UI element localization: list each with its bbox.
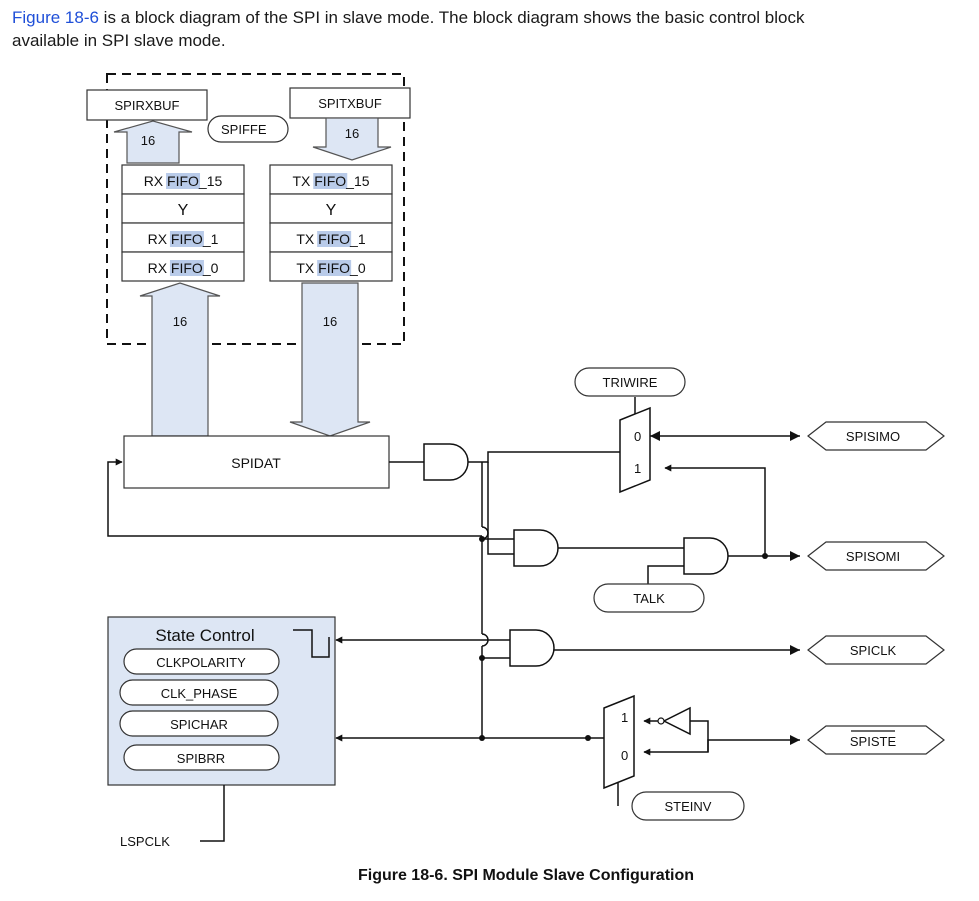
fifo-highlight [169,231,204,247]
rxbuf-bus-arrow [113,120,193,164]
fifo-highlight [166,173,201,189]
spisimo-pin[interactable] [807,421,945,451]
talk-label: TALK [633,591,665,606]
state-control-block: State Control CLKPOLARITY CLK_PHASE SPIC… [107,616,336,786]
lspclk-label: LSPCLK [120,834,170,849]
spiffe-label: SPIFFE [221,122,267,137]
inverter [662,706,691,736]
spidat-label: SPIDAT [231,455,281,471]
mux-top-in0: 0 [634,429,641,444]
triwire-label: TRIWIRE [603,375,658,390]
spitxbuf-label: SPITXBUF [318,96,382,111]
spisomi-label: SPISOMI [846,549,900,564]
rx-fifo-1: RX FIFO_1 [148,231,219,247]
rxfifo-bus-width: 16 [173,314,187,329]
state-control-title: State Control [155,626,254,645]
spirxbuf-block: SPIRXBUF [86,89,208,121]
tx-fifo-ellipsis: Y [326,202,337,219]
intro-line-2: available in SPI slave mode. [12,31,226,50]
mux-bottom-in1: 1 [621,710,628,725]
tx-fifo-1: TX FIFO_1 [296,231,365,247]
rx-fifo-0: RX FIFO_0 [148,260,219,276]
triwire-mux: 0 1 TRIWIRE [574,367,686,494]
steinv-mux: 1 0 STEINV [603,694,745,821]
talk-pill [593,583,705,613]
rx-fifo-ellipsis: Y [178,202,189,219]
fifo-highlight [313,173,348,189]
spiste-pin[interactable] [807,725,945,755]
spidat-register: SPIDAT [123,435,390,489]
txfifo-bus-arrow [289,282,371,437]
state-item-clkphase: CLK_PHASE [161,686,238,701]
spitxbuf-block: SPITXBUF [289,87,411,119]
state-item-spibrr: SPIBRR [177,751,225,766]
rx-fifo-stack: RX FIFO_15 Y RX FIFO_1 RX FIFO_0 [121,164,245,282]
spisimo-label: SPISIMO [846,429,900,444]
fifo-highlight [317,231,352,247]
mux-bottom-in0: 0 [621,748,628,763]
and-gate-spidat [423,443,469,481]
spirxbuf-label: SPIRXBUF [114,98,179,113]
spiclk-label: SPICLK [850,643,897,658]
clock-waveform-icon [293,629,330,658]
fifo-highlight [317,260,352,276]
fifo-enclosure [106,73,405,345]
intro-text: Figure 18-6 is a block diagram of the SP… [12,6,977,52]
tx-fifo-15: TX FIFO_15 [292,173,369,189]
txbuf-bus-width: 16 [345,126,359,141]
and-gate-somi-1 [513,529,559,567]
txfifo-bus-width: 16 [323,314,337,329]
spisomi-pin[interactable] [807,541,945,571]
rx-fifo-15: RX FIFO_15 [144,173,223,189]
figure-caption: Figure 18-6. SPI Module Slave Configurat… [358,867,694,884]
spiste-label: SPISTE [850,734,897,749]
mux-top-in1: 1 [634,461,641,476]
state-item-spichar: SPICHAR [170,717,228,732]
rxfifo-bus-arrow [139,282,221,437]
and-gate-talk [683,537,729,575]
figure-reference-link[interactable]: Figure 18-6 [12,8,99,27]
rxbuf-bus-width: 16 [141,133,155,148]
spiclk-pin[interactable] [807,635,945,665]
txbuf-bus-arrow [312,117,392,161]
state-item-clkpolarity: CLKPOLARITY [156,655,246,670]
intro-line-1: is a block diagram of the SPI in slave m… [98,8,805,27]
tx-fifo-stack: TX FIFO_15 Y TX FIFO_1 TX FIFO_0 [269,164,393,282]
spiffe-pill: SPIFFE [207,115,289,143]
tx-fifo-0: TX FIFO_0 [296,260,365,276]
fifo-highlight [169,260,204,276]
steinv-label: STEINV [665,799,712,814]
and-gate-clk [509,629,555,667]
